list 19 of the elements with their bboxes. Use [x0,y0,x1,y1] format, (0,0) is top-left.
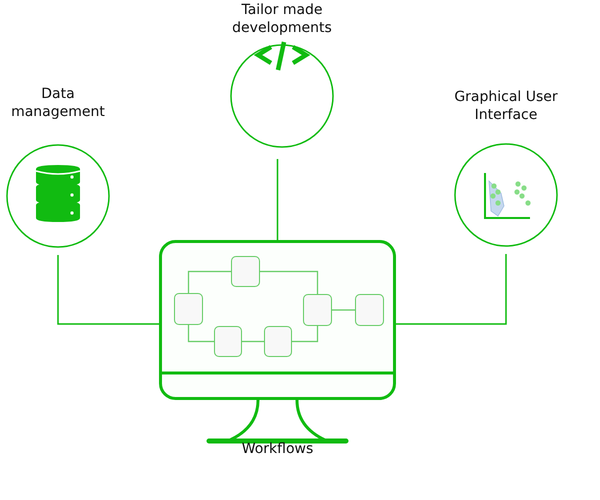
workflow-step-box [174,293,203,325]
connector-line [260,270,318,294]
connector-line [396,254,507,325]
connector-line [188,325,214,342]
connector-line [188,270,231,293]
node-heading: Data management [10,85,106,121]
connector-line [276,159,278,240]
node-heading: Workflows [240,440,314,458]
node-heading: Tailor made developments [231,1,333,37]
workflow-step-box [355,294,384,326]
workflow-step-box [231,256,260,287]
connector-line [332,309,355,311]
workflow-step-box [264,326,292,357]
connector-line [292,326,318,342]
connector-line [57,255,159,325]
node-heading: Graphical User Interface [453,88,559,124]
workflow-step-box [303,294,332,326]
workflow-step-box [214,326,242,357]
connector-line [242,340,264,342]
